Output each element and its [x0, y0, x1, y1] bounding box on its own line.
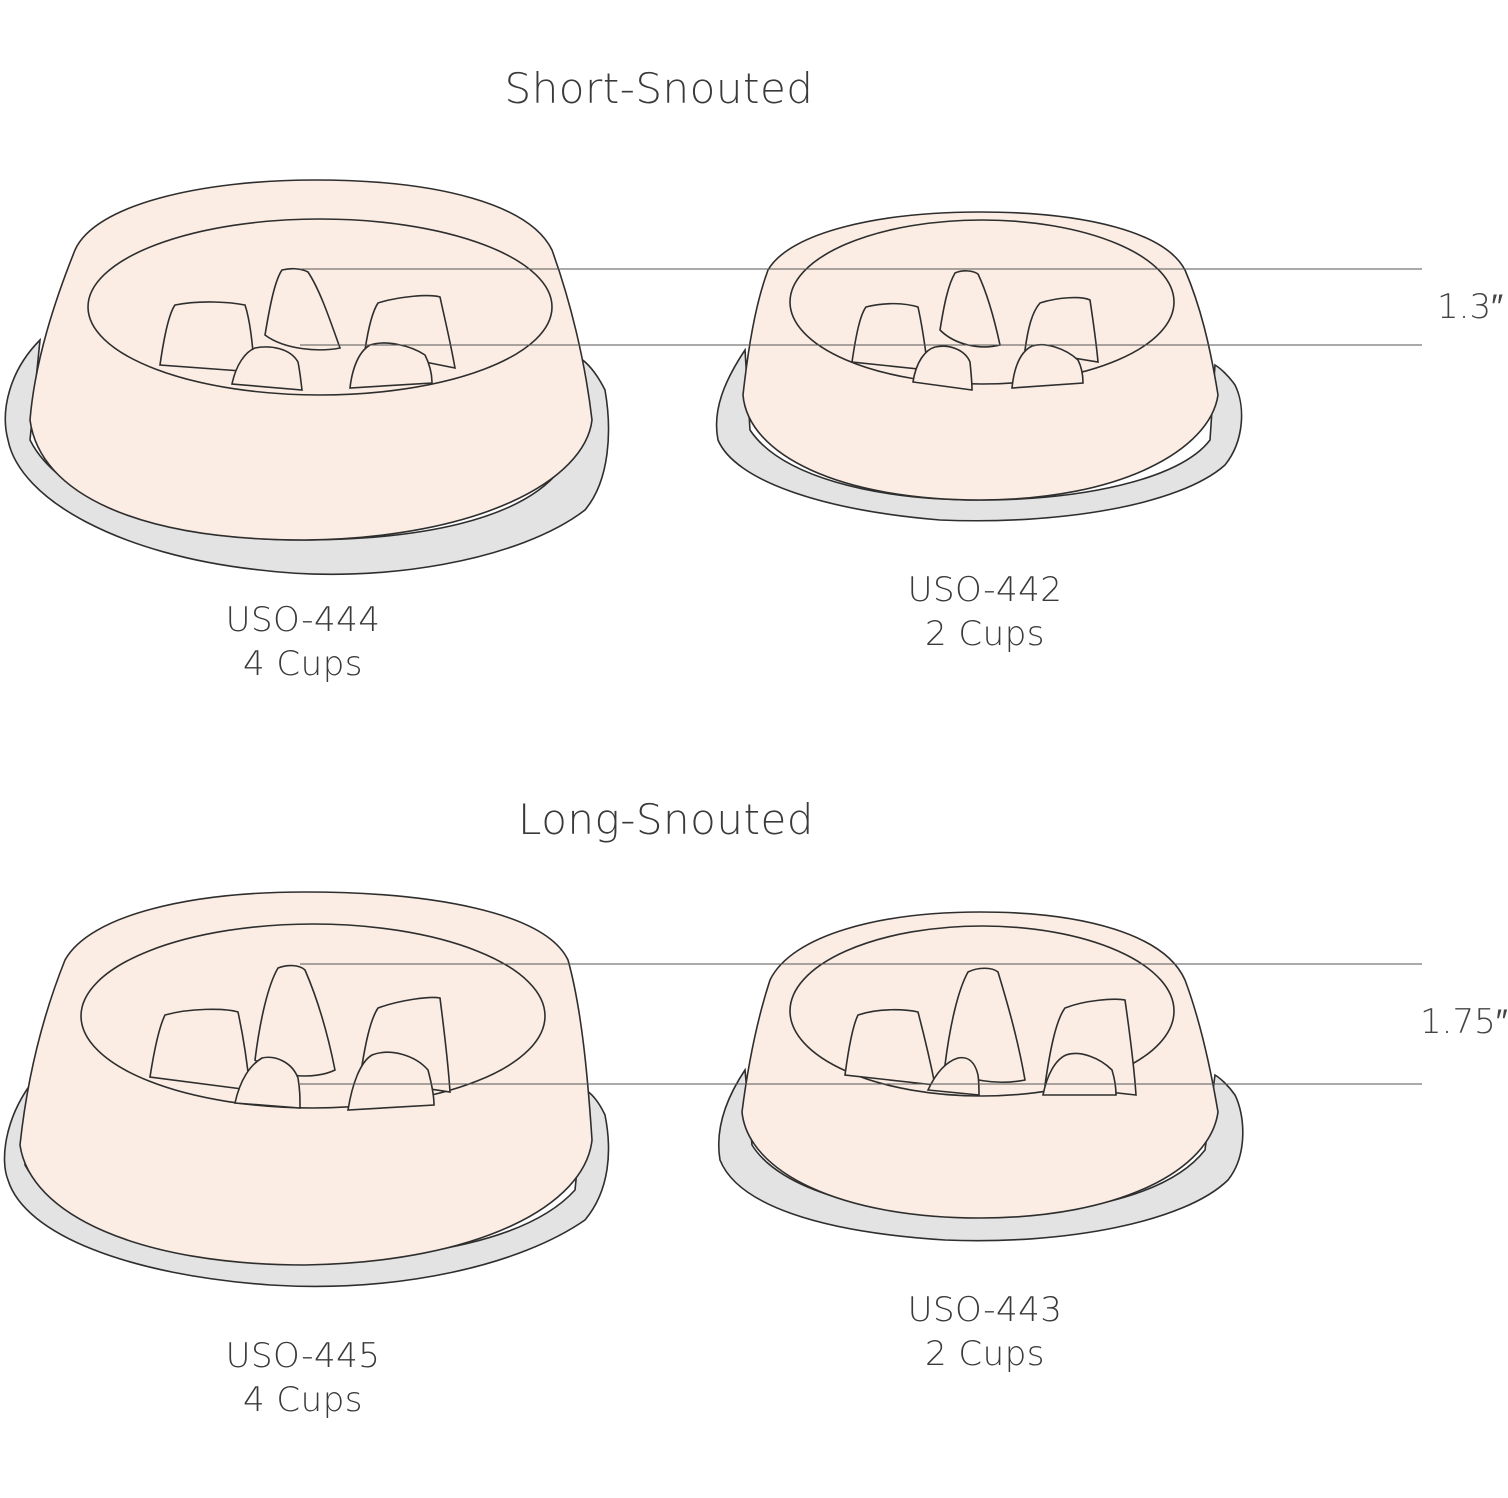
capacity: 4 Cups — [242, 1380, 364, 1420]
capacity: 4 Cups — [242, 644, 364, 684]
model-name: USO-442 — [907, 570, 1063, 610]
label-uso-445: USO-445 4 Cups — [153, 1334, 453, 1422]
section-title-short-snouted: Short-Snouted — [504, 64, 814, 113]
bowl-uso-442 — [715, 211, 1243, 522]
section-title-long-snouted: Long-Snouted — [518, 795, 814, 844]
bowl-uso-443 — [717, 911, 1244, 1242]
depth-guides-long — [300, 963, 1422, 1085]
depth-label-long: 1.75″ — [1420, 1002, 1508, 1042]
capacity: 2 Cups — [924, 614, 1046, 654]
label-uso-444: USO-444 4 Cups — [153, 598, 453, 686]
label-uso-442: USO-442 2 Cups — [835, 568, 1135, 656]
model-name: USO-443 — [907, 1290, 1063, 1330]
capacity: 2 Cups — [924, 1334, 1046, 1374]
model-name: USO-445 — [225, 1336, 381, 1376]
bowl-uso-444 — [4, 179, 610, 576]
depth-guides-short — [300, 268, 1422, 346]
label-uso-443: USO-443 2 Cups — [835, 1288, 1135, 1376]
bowl-uso-445 — [3, 891, 610, 1288]
model-name: USO-444 — [225, 600, 381, 640]
depth-label-short: 1.3″ — [1437, 287, 1504, 327]
